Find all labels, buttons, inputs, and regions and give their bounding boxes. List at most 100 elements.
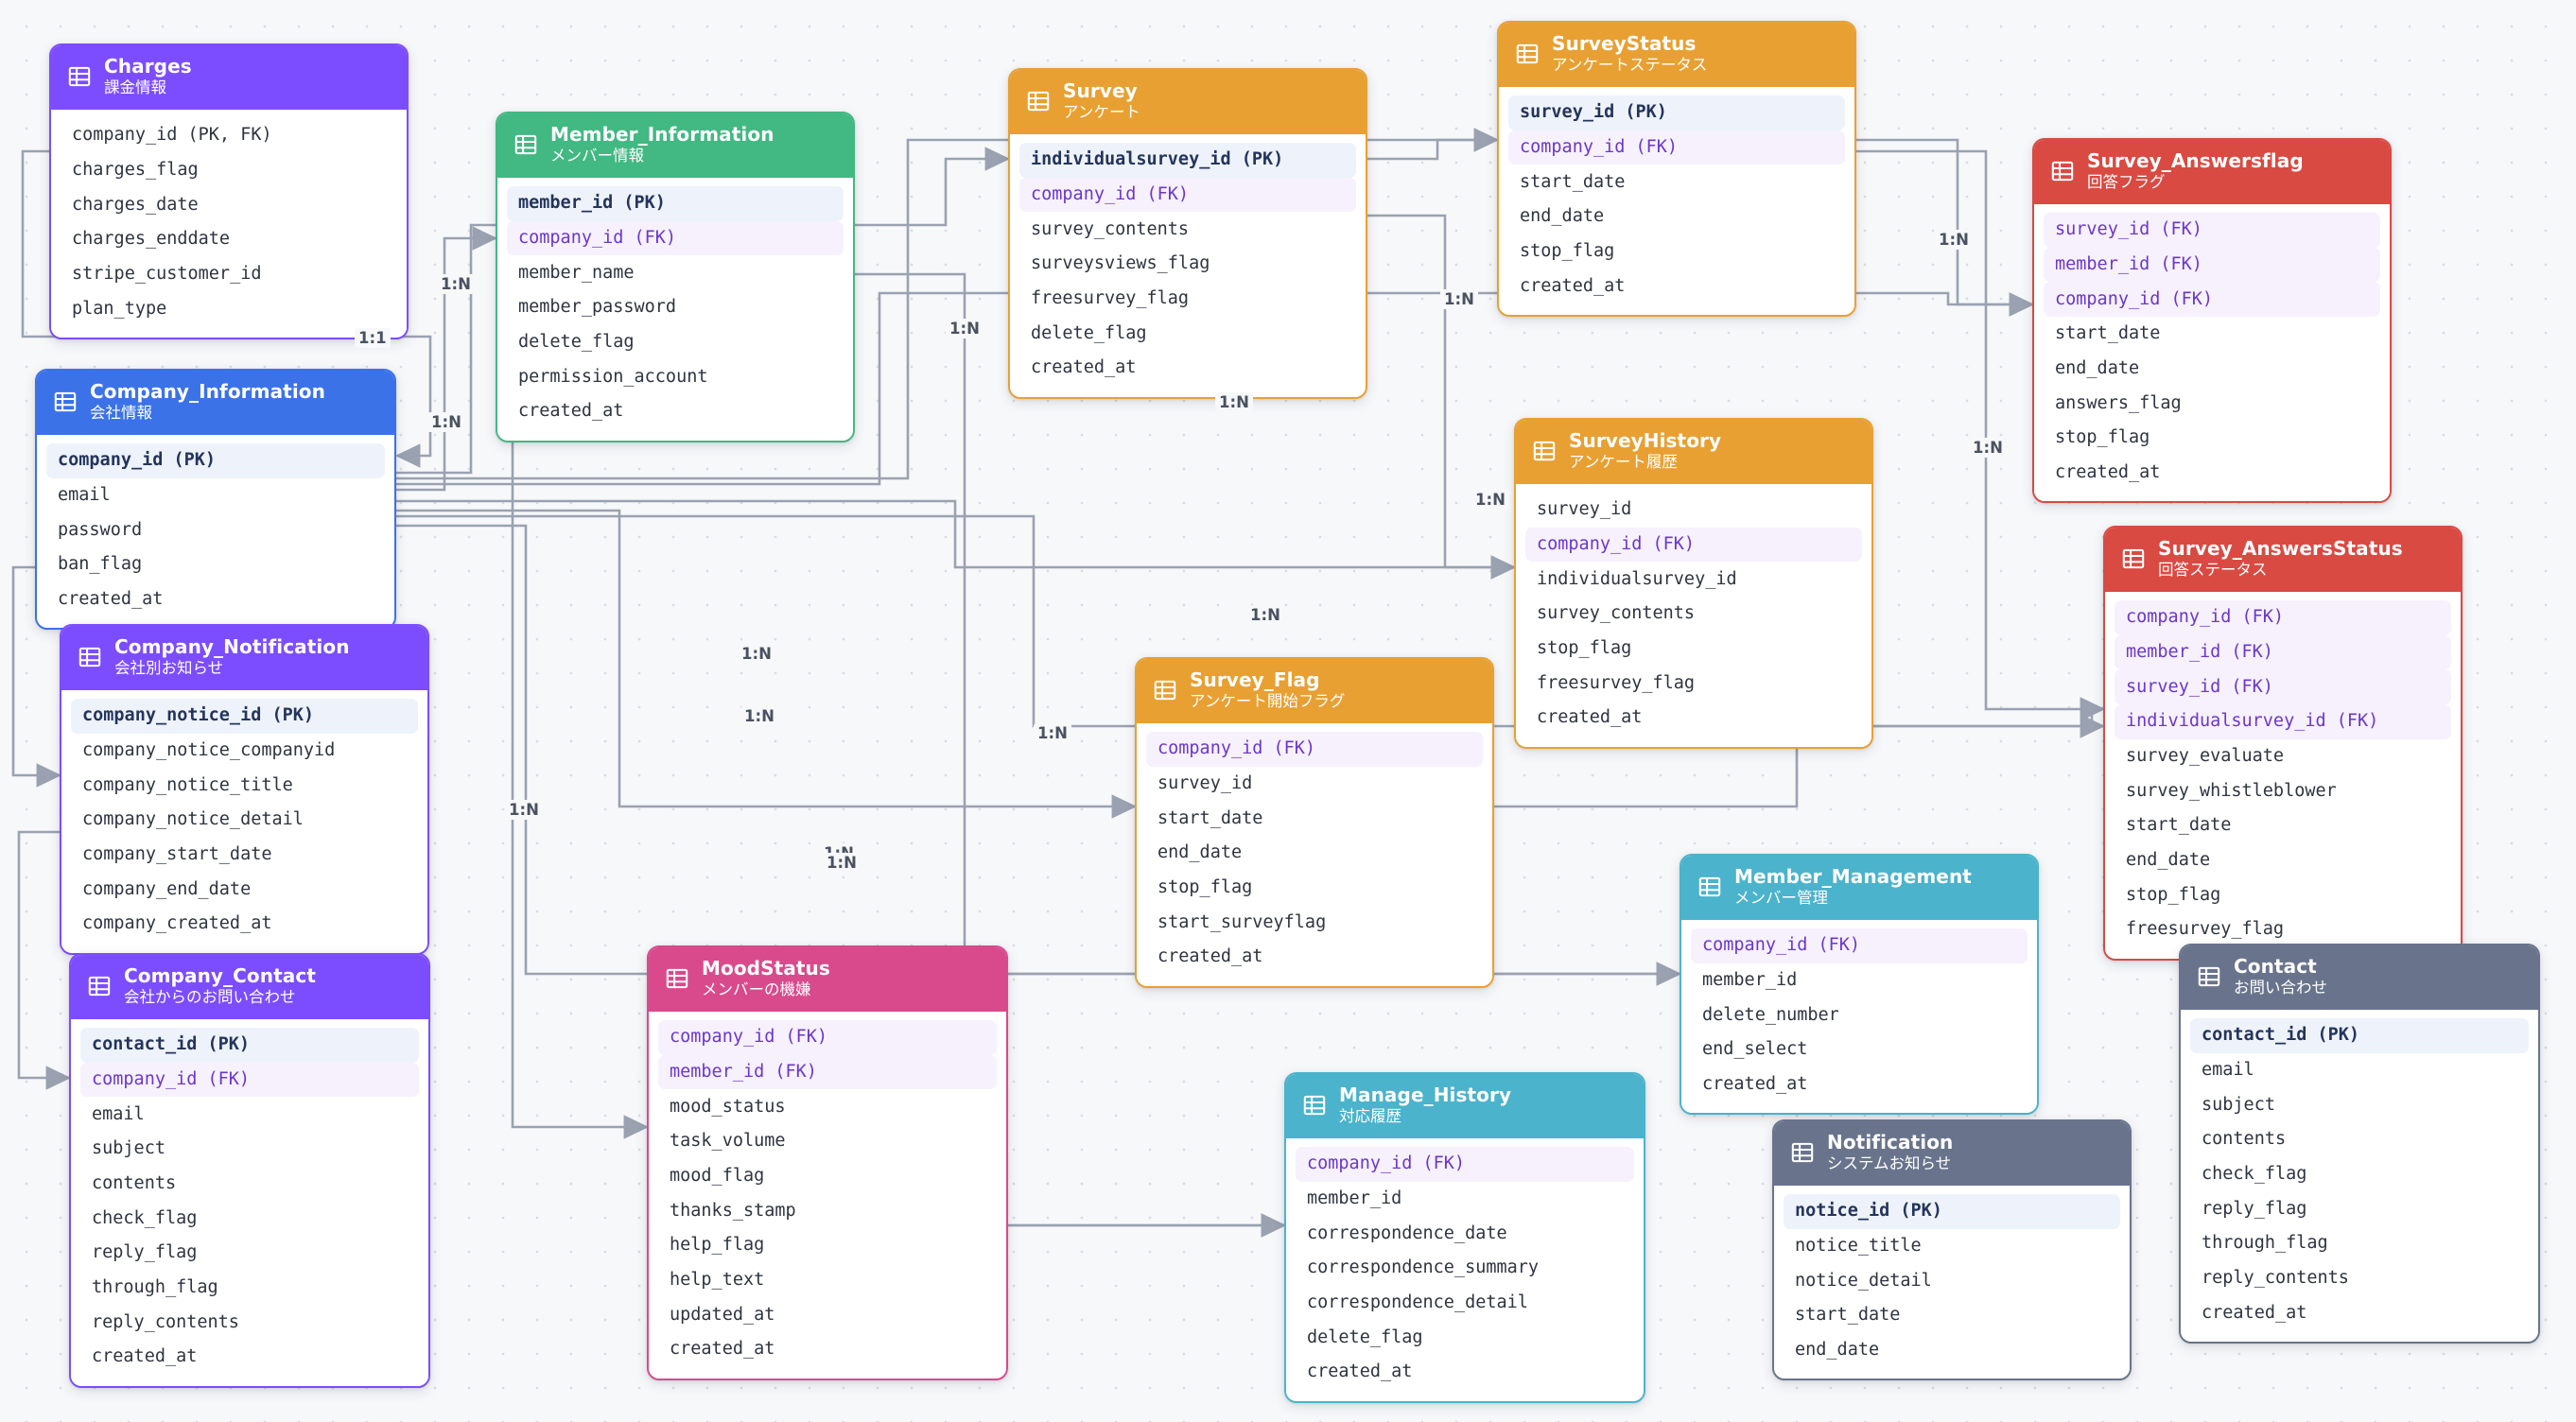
table-field[interactable]: delete_flag — [1307, 1327, 1423, 1347]
table-field[interactable]: stop_flag — [1520, 241, 1615, 262]
table-field[interactable]: permission_account — [518, 366, 708, 387]
table-field[interactable]: company_id (FK) — [1146, 731, 1483, 767]
table-field[interactable]: created_at — [518, 401, 624, 422]
table-field[interactable]: notice_id (PK) — [1784, 1193, 2120, 1229]
table-field[interactable]: password — [58, 519, 143, 540]
table-field[interactable]: individualsurvey_id — [1537, 568, 1737, 589]
table-field[interactable]: company_id (FK) — [1508, 130, 1845, 165]
table-field[interactable]: charges_enddate — [72, 229, 231, 250]
table-field[interactable]: help_text — [670, 1270, 765, 1291]
table-field[interactable]: created_at — [1031, 357, 1137, 378]
table-field[interactable]: mood_flag — [670, 1166, 765, 1187]
table-field[interactable]: plan_type — [72, 298, 167, 319]
table-field[interactable]: company_id (FK) — [80, 1062, 419, 1098]
table-field[interactable]: member_id (PK) — [507, 185, 844, 221]
table-field[interactable]: charges_date — [72, 194, 199, 215]
table-field[interactable]: survey_id (FK) — [2115, 669, 2451, 704]
table-field[interactable]: freesurvey_flag — [1031, 288, 1190, 309]
table-field[interactable]: survey_id — [1537, 499, 1632, 520]
table-field[interactable]: reply_flag — [2202, 1198, 2307, 1219]
table-field[interactable]: reply_contents — [2202, 1268, 2349, 1289]
table-field[interactable]: email — [58, 485, 111, 506]
table-field[interactable]: end_select — [1702, 1039, 1808, 1060]
table-field[interactable]: end_date — [1157, 842, 1243, 863]
table-field[interactable]: member_id (FK) — [2115, 634, 2451, 670]
table-field[interactable]: survey_contents — [1031, 218, 1190, 239]
table-field[interactable]: email — [92, 1103, 145, 1124]
table-field[interactable]: member_id (FK) — [2044, 247, 2380, 283]
table-field[interactable]: check_flag — [92, 1207, 198, 1228]
table-field[interactable]: created_at — [1307, 1361, 1413, 1382]
table-field[interactable]: contents — [2202, 1129, 2287, 1150]
table-field[interactable]: delete_flag — [1031, 322, 1147, 343]
table-field[interactable]: company_id (PK) — [46, 442, 385, 478]
table-field[interactable]: thanks_stamp — [670, 1200, 796, 1221]
table-field[interactable]: start_date — [1795, 1305, 1901, 1326]
table-field[interactable]: member_id — [1307, 1188, 1402, 1209]
table-field[interactable]: created_at — [58, 589, 164, 610]
table-field[interactable]: charges_flag — [72, 160, 199, 181]
table-field[interactable]: start_date — [2126, 815, 2232, 836]
table-field[interactable]: reply_flag — [92, 1242, 198, 1263]
table-field[interactable]: survey_whistleblower — [2126, 780, 2337, 801]
table-field[interactable]: email — [2202, 1060, 2254, 1081]
table-field[interactable]: answers_flag — [2055, 392, 2182, 413]
table-field[interactable]: company_id (FK) — [1296, 1146, 1634, 1182]
table-field[interactable]: member_id — [1702, 970, 1798, 991]
table-field[interactable]: created_at — [1520, 275, 1626, 296]
table-field[interactable]: company_notice_detail — [82, 809, 304, 830]
table-field[interactable]: created_at — [92, 1346, 198, 1367]
table-field[interactable]: start_date — [1520, 171, 1626, 192]
table-field[interactable]: through_flag — [2202, 1233, 2328, 1254]
table-field[interactable]: start_date — [1157, 807, 1263, 828]
table-field[interactable]: survey_id (PK) — [1508, 95, 1845, 130]
table-field[interactable]: stripe_customer_id — [72, 264, 262, 285]
table-field[interactable]: created_at — [1157, 946, 1263, 967]
table-field[interactable]: company_id (FK) — [2115, 599, 2451, 635]
table-field[interactable]: notice_detail — [1795, 1270, 1932, 1291]
table-field[interactable]: member_name — [518, 262, 635, 283]
table-field[interactable]: start_date — [2055, 323, 2161, 344]
table-field[interactable]: created_at — [2055, 462, 2161, 483]
table-field[interactable]: stop_flag — [2055, 427, 2150, 448]
table-field[interactable]: reply_contents — [92, 1311, 239, 1332]
table-field[interactable]: individualsurvey_id (FK) — [2115, 703, 2451, 739]
table-field[interactable]: freesurvey_flag — [1537, 672, 1696, 693]
table-field[interactable]: created_at — [670, 1339, 775, 1360]
table-field[interactable]: company_id (FK) — [1525, 527, 1862, 563]
table-field[interactable]: company_notice_id (PK) — [71, 698, 418, 734]
table-field[interactable]: through_flag — [92, 1277, 218, 1298]
table-field[interactable]: correspondence_detail — [1307, 1292, 1528, 1313]
table-field[interactable]: company_id (FK) — [658, 1019, 997, 1055]
table-field[interactable]: company_id (FK) — [507, 220, 844, 256]
table-field[interactable]: created_at — [2202, 1302, 2307, 1323]
table-field[interactable]: stop_flag — [1537, 638, 1632, 659]
table-field[interactable]: company_id (FK) — [1691, 928, 2028, 963]
table-field[interactable]: stop_flag — [1157, 877, 1253, 898]
table-field[interactable]: contact_id (PK) — [2190, 1017, 2529, 1053]
table-field[interactable]: individualsurvey_id (PK) — [1019, 142, 1356, 178]
table-field[interactable]: help_flag — [670, 1235, 765, 1256]
table-field[interactable]: mood_status — [670, 1096, 786, 1117]
table-field[interactable]: end_date — [2055, 358, 2140, 379]
table-field[interactable]: delete_number — [1702, 1004, 1839, 1025]
table-field[interactable]: ban_flag — [58, 554, 143, 575]
table-field[interactable]: delete_flag — [518, 332, 635, 353]
table-field[interactable]: notice_title — [1795, 1236, 1922, 1257]
table-field[interactable]: correspondence_summary — [1307, 1257, 1540, 1278]
